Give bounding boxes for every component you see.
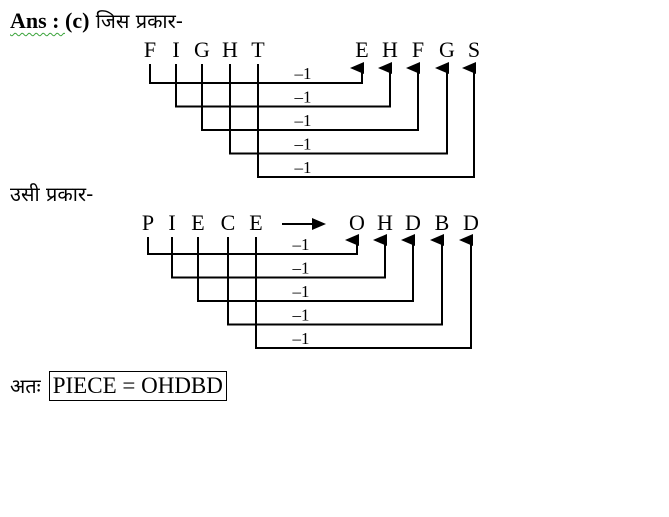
answer-box: PIECE = OHDBD xyxy=(48,371,227,401)
example1-shift-label: –1 xyxy=(294,158,312,177)
example1-shift-label: –1 xyxy=(294,64,312,83)
example2-source-letter: E xyxy=(191,210,204,235)
example1-target-letter: F xyxy=(412,37,424,62)
subheading: उसी प्रकार- xyxy=(10,182,94,206)
example1-target-letter: H xyxy=(382,37,398,62)
example2-shift-label: –1 xyxy=(292,329,310,348)
conclusion: अतः PIECE = OHDBD xyxy=(10,371,227,401)
example1-connector-line xyxy=(257,62,476,178)
example2-source-letter: C xyxy=(221,210,236,235)
example2-target-letter: D xyxy=(405,210,421,235)
example2-shift-label: –1 xyxy=(292,259,310,278)
example2-source-letter: E xyxy=(249,210,262,235)
example1-source-letter: F xyxy=(144,37,156,62)
answer-option: (c) xyxy=(65,8,90,33)
heading-text: जिस प्रकार- xyxy=(89,9,184,33)
example1-connector-line xyxy=(229,62,449,155)
example2-shift-label: –1 xyxy=(292,306,310,325)
example1-connector-line xyxy=(201,62,420,131)
example1-source-letter: I xyxy=(172,37,179,62)
example2-target-letter: O xyxy=(349,210,365,235)
example1-connector-line xyxy=(149,62,364,84)
example2-target-letter: B xyxy=(435,210,450,235)
example2-connector-line xyxy=(227,234,444,326)
example2-connector-line xyxy=(255,234,473,349)
example1-source-letter: G xyxy=(194,37,210,62)
example2-transform-arrowhead-icon xyxy=(312,218,326,230)
example2-source-letter: I xyxy=(168,210,175,235)
example2-target-letter: H xyxy=(377,210,393,235)
example2-source-letter: P xyxy=(142,210,154,235)
answer-heading: Ans : (c) जिस प्रकार- xyxy=(10,7,183,36)
example2-connector-line xyxy=(147,234,359,255)
example1-shift-label: –1 xyxy=(294,88,312,107)
example2-shift-label: –1 xyxy=(292,235,310,254)
example2-target-letter: D xyxy=(463,210,479,235)
conclusion-prefix: अतः xyxy=(10,374,41,398)
example1-source-letter: T xyxy=(251,37,265,62)
example2-connector-line xyxy=(197,234,415,302)
example1-target-letter: E xyxy=(355,37,368,62)
example1-target-letter: S xyxy=(468,37,480,62)
example2-shift-label: –1 xyxy=(292,282,310,301)
example1-source-letter: H xyxy=(222,37,238,62)
example1-connector-line xyxy=(175,62,392,108)
example2-connector-line xyxy=(171,234,387,279)
example1-shift-label: –1 xyxy=(294,135,312,154)
example1-target-letter: G xyxy=(439,37,455,62)
answer-label: Ans : xyxy=(10,8,66,33)
example1-shift-label: –1 xyxy=(294,111,312,130)
